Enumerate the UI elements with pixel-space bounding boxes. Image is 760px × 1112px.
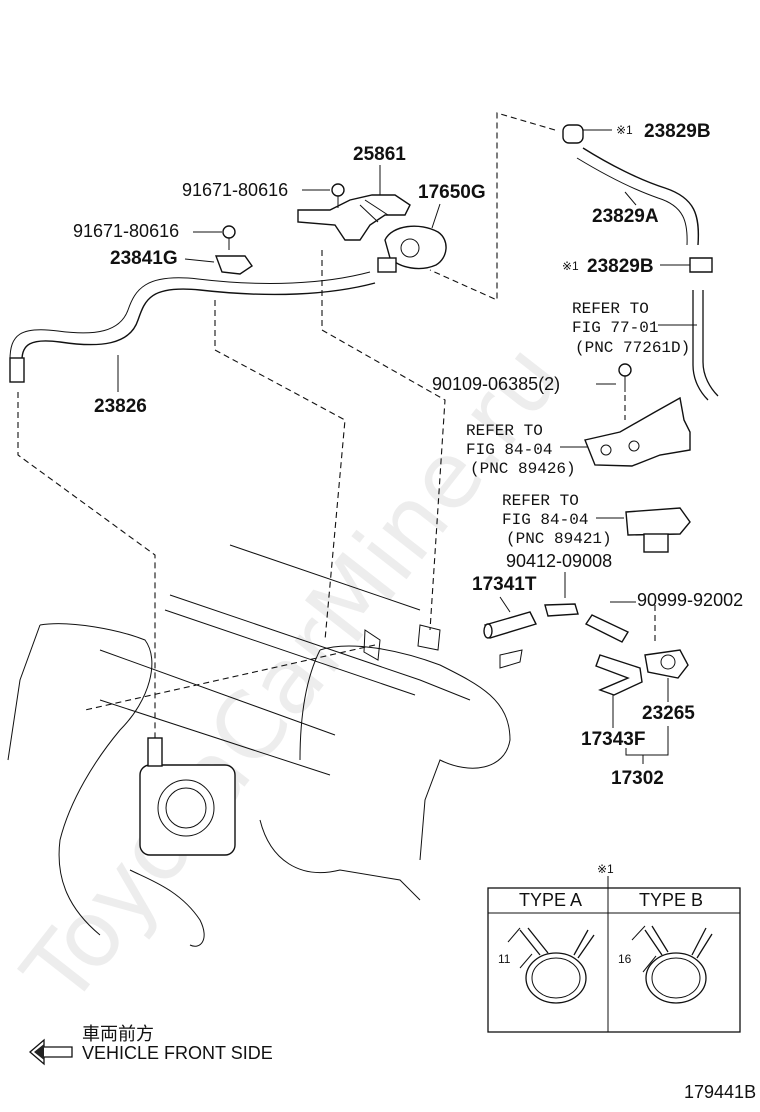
clip-type-a-header: TYPE A [519,890,582,910]
label-17343F: 17343F [581,729,645,750]
label-mark-23829B-bot: ※1 [562,259,579,273]
ref77-line1: REFER TO [572,300,649,318]
label-17650G: 17650G [418,182,486,203]
label-90412: 90412-09008 [506,551,612,571]
ref77-pnc: (PNC 77261D) [575,339,690,357]
leader-bracket-top [429,112,556,301]
ref8404b-pnc: (PNC 89421) [506,530,612,548]
label-91671-b: 91671-80616 [73,221,179,241]
leader-23826-down [17,392,156,740]
bolt-91671-a[interactable] [331,183,345,197]
vsv-17650G[interactable] [384,225,447,270]
engine-block-outline [7,544,523,947]
clip-type-b-header: TYPE B [639,890,703,910]
clip-type-table [487,887,741,1033]
ref8404a-line1: REFER TO [466,422,543,440]
clip-type-b-dimension: 16 [618,952,632,966]
label-23826: 23826 [94,396,147,417]
clip-23829B-bottom[interactable] [689,257,713,273]
leader-vsv-down [321,250,446,631]
label-23829B-bottom: 23829B [587,256,654,277]
front-label-en: VEHICLE FRONT SIDE [82,1043,273,1063]
clamp-23841G[interactable] [214,255,253,275]
leader-bracket-down [214,300,346,641]
label-90109: 90109-06385(2) [432,374,560,394]
valve-23265[interactable] [644,649,689,679]
front-label-jp: 車両前方 [82,1024,154,1044]
label-23265: 23265 [642,703,695,724]
clip-table-mark: ※1 [597,862,614,876]
bolt-91671-b[interactable] [222,225,236,239]
label-23841G: 23841G [110,248,178,269]
clip-type-b-drawing [631,925,713,1004]
hose-17341T[interactable] [484,611,537,639]
label-91671-a: 91671-80616 [182,180,288,200]
bracket-vsv[interactable] [584,396,691,467]
figure-number: 179441B [684,1082,756,1102]
fitting-90412[interactable] [544,603,579,617]
clip-type-a-drawing [507,927,595,1004]
clip-type-a-dimension: 11 [498,952,511,966]
label-17302: 17302 [611,768,664,789]
label-23829B-top: 23829B [644,121,711,142]
bracket-25861[interactable] [297,194,411,241]
hose-23829A[interactable] [582,147,700,246]
label-17341T: 17341T [472,574,537,595]
label-23829A: 23829A [592,206,659,227]
hose-90999[interactable] [584,614,629,643]
label-90999: 90999-92002 [637,590,743,610]
label-mark-23829B-top: ※1 [616,123,633,137]
ref77-line2: FIG 77-01 [572,319,658,337]
clip-23829B-top[interactable] [562,124,584,144]
ref8404b-line2: FIG 84-04 [502,511,588,529]
throttle-body-flange [139,764,236,856]
sensor-89421[interactable] [625,507,691,536]
ref8404b-line1: REFER TO [502,492,579,510]
group-bracket-17302 [625,726,669,756]
hose-17343F[interactable] [595,654,643,696]
label-25861: 25861 [353,144,406,165]
front-arrow-icon [29,1038,73,1066]
bolt-90109[interactable] [618,363,632,377]
hose-23826[interactable] [21,282,376,361]
ref8404a-line2: FIG 84-04 [466,441,552,459]
ref8404a-pnc: (PNC 89426) [470,460,576,478]
